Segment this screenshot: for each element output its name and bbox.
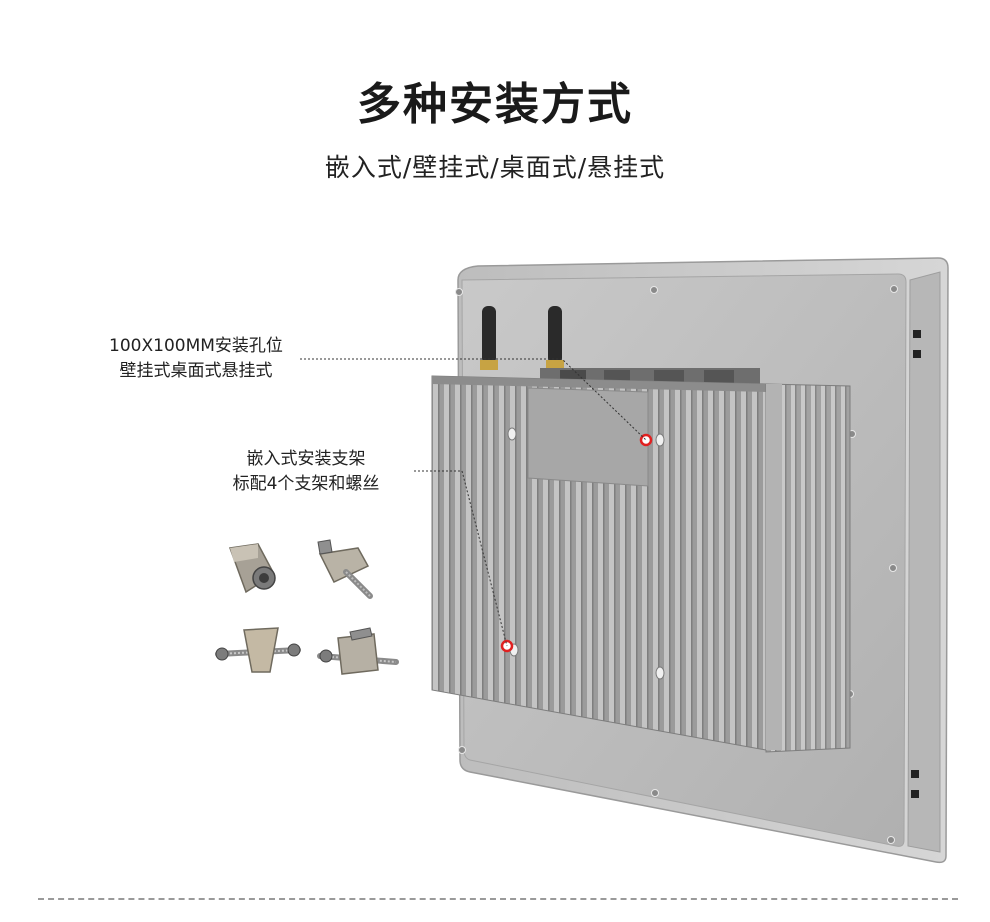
page-title: 多种安装方式: [357, 79, 633, 130]
callout-leader-lines: [300, 358, 647, 647]
antenna-icon: [480, 306, 564, 370]
callout-mounting-holes-line1: 100X100MM安装孔位: [109, 336, 283, 356]
callout-mounting-holes: 100X100MM安装孔位 壁挂式桌面式悬挂式: [86, 334, 306, 384]
mounting-bracket-icon: [215, 539, 399, 675]
side-vent-icon: [911, 330, 921, 798]
callout-embedded-brackets-line1: 嵌入式安装支架: [246, 449, 366, 469]
section-divider: [38, 898, 958, 900]
callout-embedded-brackets-line2: 标配4个支架和螺丝: [232, 474, 380, 494]
callout-mounting-holes-line2: 壁挂式桌面式悬挂式: [119, 361, 273, 381]
mounting-holes: [507, 427, 665, 680]
callout-embedded-brackets: 嵌入式安装支架 标配4个支架和螺丝: [196, 447, 416, 497]
heatsink: [431, 375, 851, 753]
page-subtitle: 嵌入式/壁挂式/桌面式/悬挂式: [324, 153, 666, 182]
